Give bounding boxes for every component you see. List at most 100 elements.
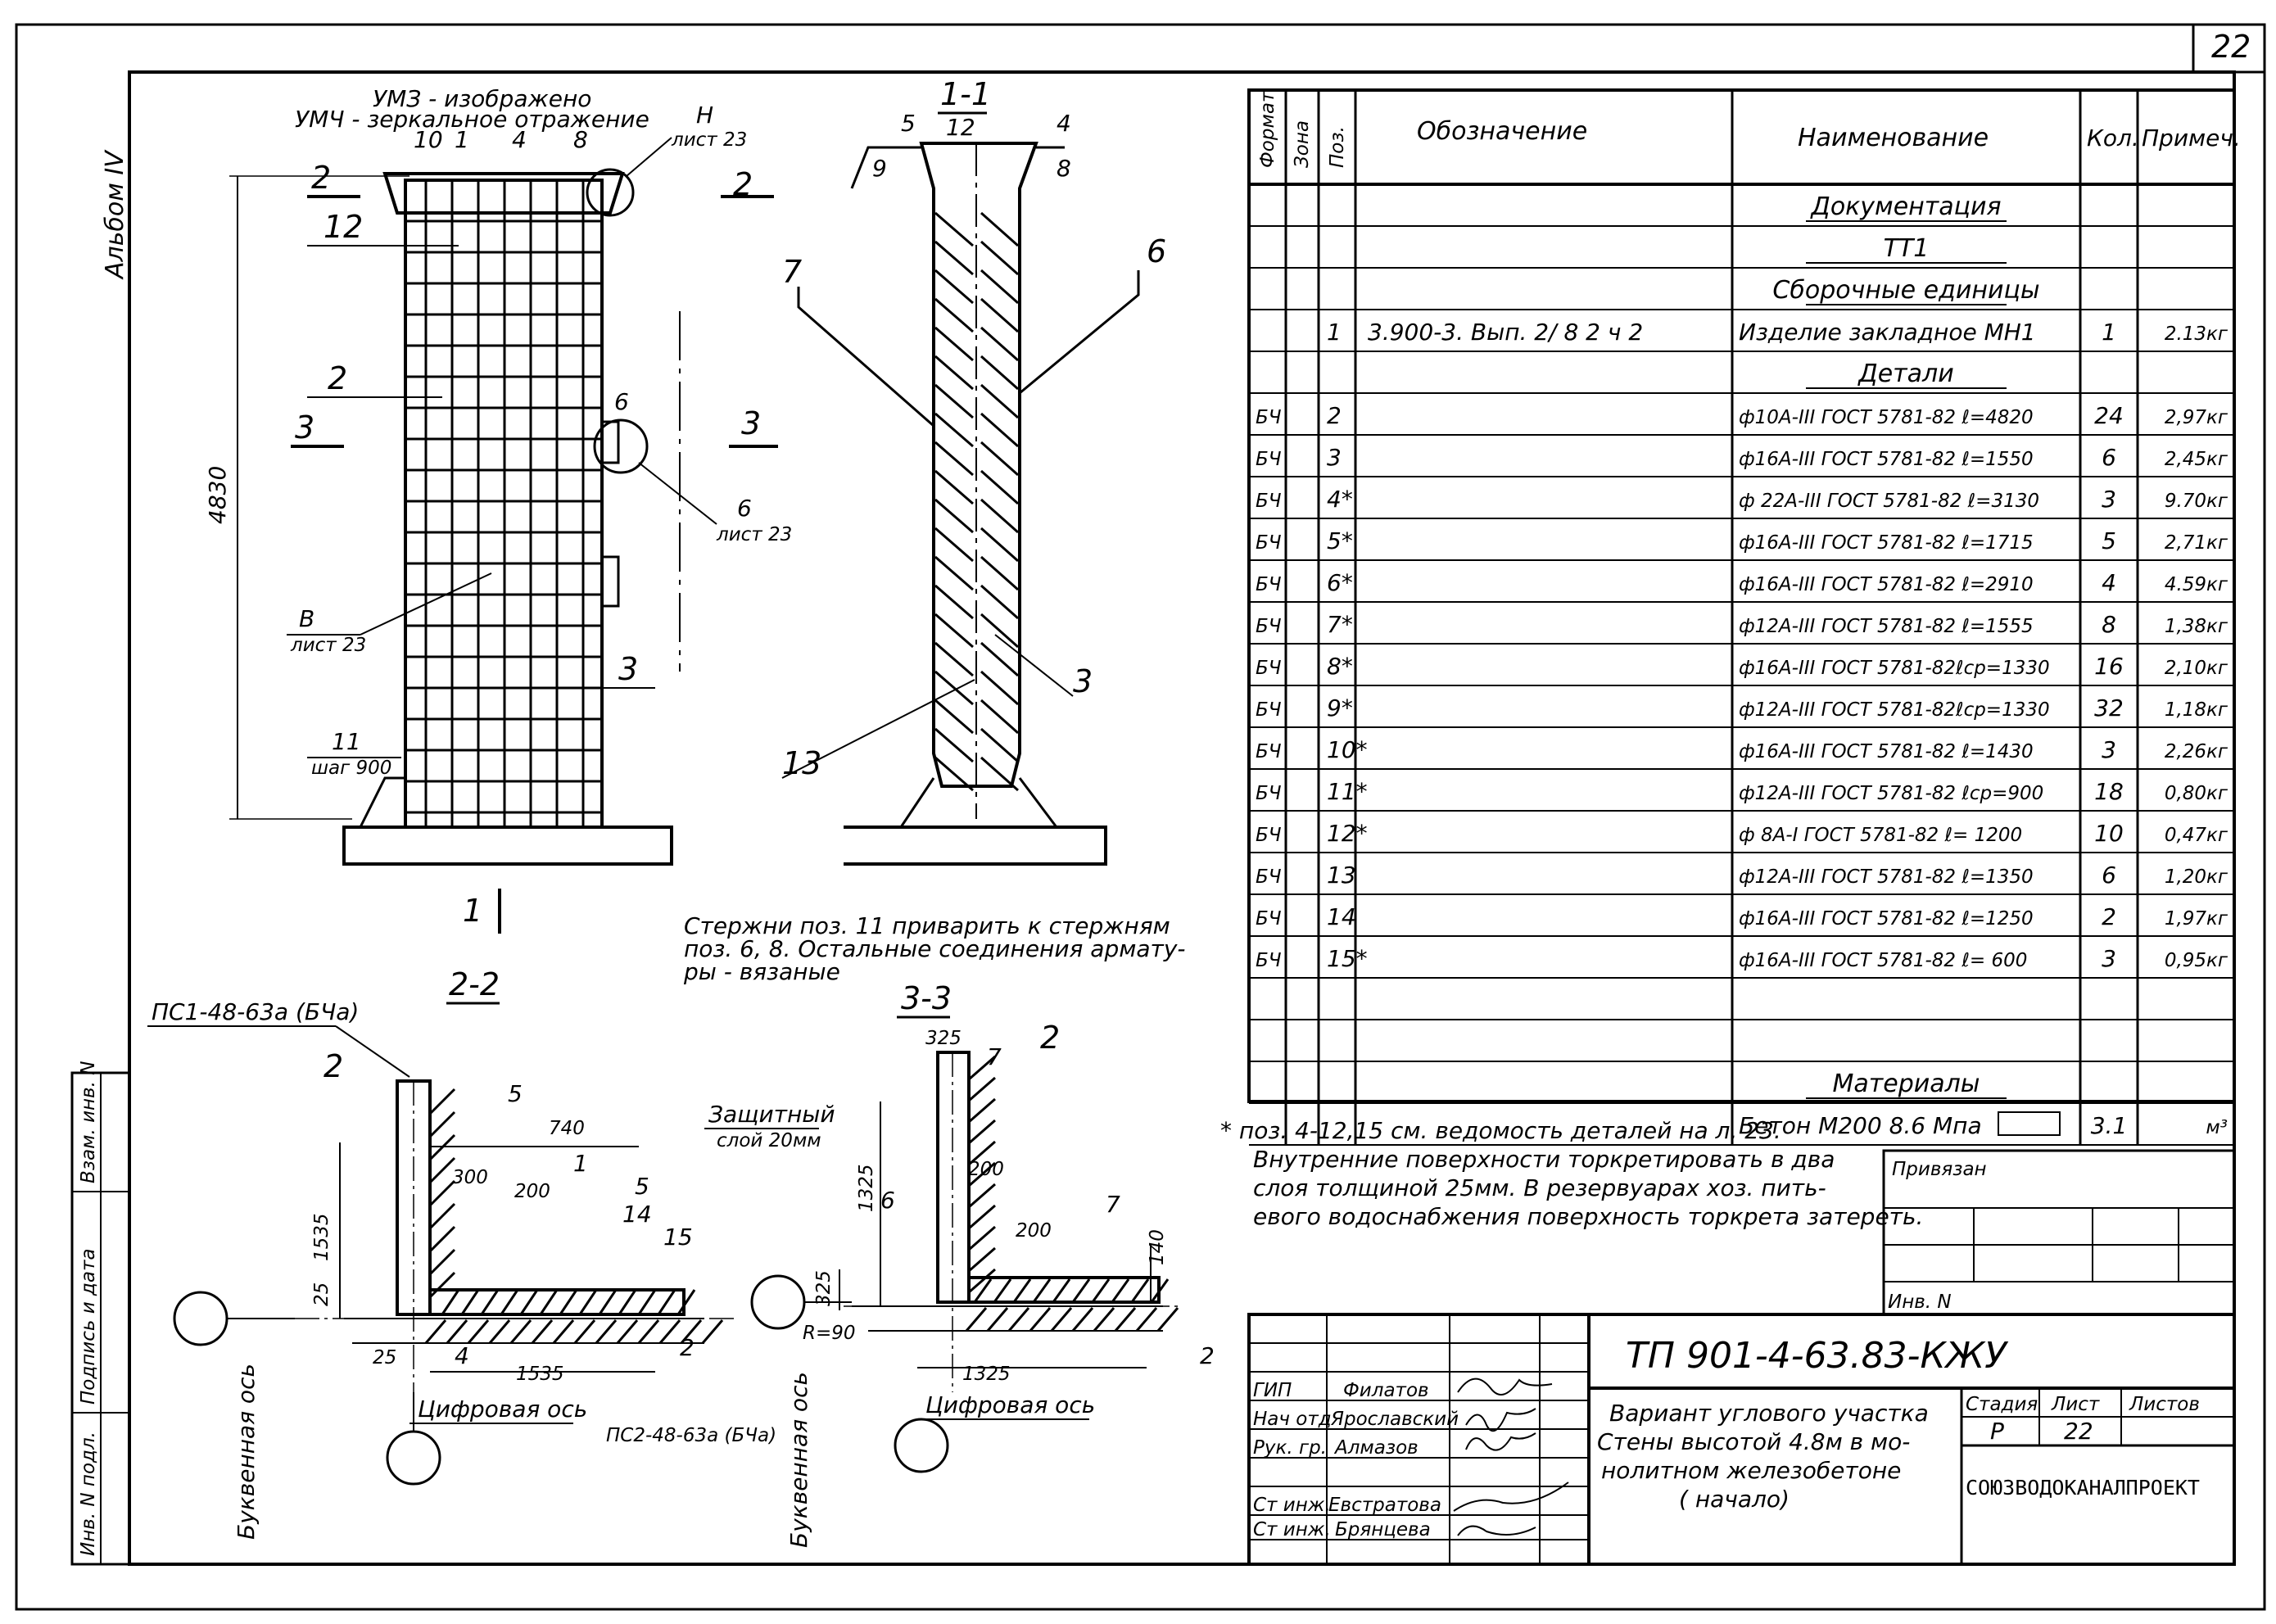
spec-qty-cell: 24 — [2094, 402, 2124, 429]
spec-format-cell: БЧ — [1256, 532, 1282, 554]
spec-pos-cell: 7* — [1327, 611, 1353, 638]
s22-p4: 4 — [455, 1342, 469, 1369]
spec-note-cell: 1,38кг — [2165, 616, 2228, 637]
main-label-H: Н — [696, 102, 713, 129]
spec-note-cell: 1,97кг — [2165, 908, 2228, 930]
spec-qty-cell: 3 — [2102, 945, 2116, 972]
spec-header-designation: Обозначение — [1417, 117, 1587, 146]
s22-d25-v: 25 — [311, 1282, 333, 1306]
s22-p1: 1 — [573, 1150, 588, 1177]
main-note-line2: УМЧ - зеркальное отражение — [295, 106, 649, 133]
s33-d140: 140 — [1147, 1229, 1168, 1265]
privyazan-label: Привязан — [1892, 1159, 1987, 1180]
spec-section-heading: Сборочные единицы — [1772, 276, 2039, 305]
main-pos-12: 12 — [324, 209, 363, 245]
spec-note-cell: 0,95кг — [2165, 950, 2228, 971]
tb-sheets-h: Листов — [2129, 1394, 2200, 1415]
spec-name-cell: ф10А-III ГОСТ 5781-82 ℓ=4820 — [1739, 407, 2034, 428]
spec-format-cell: БЧ — [1256, 407, 1282, 428]
privyazan-block: Привязан Инв. N — [1882, 1149, 2236, 1316]
main-callout-B: В — [299, 605, 314, 632]
spec-format-cell: БЧ — [1256, 866, 1282, 888]
spec-note-cell: 2,45кг — [2165, 449, 2228, 470]
spec-pos-cell: 9* — [1327, 694, 1353, 722]
spec-pos-cell: 15* — [1327, 945, 1368, 972]
signature-nach — [1465, 1408, 1536, 1432]
strip-vzam: Взам. инв. N — [78, 1061, 99, 1183]
spec-name-cell: Изделие закладное МН1 — [1739, 319, 2036, 346]
spec-format-cell: БЧ — [1256, 699, 1282, 721]
tb-org: СОЮЗВОДОКАНАЛПРОЕКТ — [1966, 1476, 2200, 1500]
s11-pos-6: 6 — [1147, 233, 1166, 269]
note-1: * поз. 4-12,15 см. ведомость деталей на … — [1220, 1117, 1781, 1144]
tb-name-2: Алмазов — [1333, 1437, 1419, 1459]
spec-name-cell: ф16А-III ГОСТ 5781-82 ℓ=1250 — [1739, 908, 2034, 930]
spec-note-cell: 9.70кг — [2165, 491, 2228, 512]
spec-qty-cell: 10 — [2094, 820, 2124, 847]
spec-pos-cell: 8* — [1327, 653, 1353, 680]
signature-st1 — [1453, 1482, 1569, 1512]
spec-qty-cell: 3.1 — [2091, 1112, 2128, 1139]
spec-name-cell: ф12А-III ГОСТ 5781-82 ℓ=1555 — [1739, 616, 2034, 637]
section-3-3: 3-3 325 7 2 Защитный слой 20мм 1325 6 20… — [704, 980, 1215, 1548]
signature-st2 — [1457, 1525, 1536, 1536]
s33-p7b: 7 — [1106, 1191, 1120, 1218]
s33-axis-circle-letter — [750, 1274, 806, 1330]
title-block: ГИП Филатов Нач отд Ярославский Рук. гр.… — [1247, 1313, 2236, 1566]
s22-axis-digit: Цифровая ось — [418, 1396, 587, 1423]
spec-qty-cell: 6 — [2102, 862, 2116, 889]
s33-radius: R=90 — [803, 1323, 856, 1344]
spec-qty-cell: 18 — [2094, 778, 2124, 805]
spec-format-cell: БЧ — [1256, 616, 1282, 637]
spec-note-cell: 2,26кг — [2165, 741, 2228, 762]
s11-pos-4: 4 — [1057, 110, 1071, 137]
s22-p5b: 5 — [635, 1173, 649, 1200]
spec-format-cell: БЧ — [1256, 658, 1282, 679]
spec-format-cell: БЧ — [1256, 908, 1282, 930]
s22-p2: 2 — [324, 1048, 343, 1084]
s33-d325b: 325 — [813, 1270, 835, 1306]
s11-pos-8: 8 — [1057, 155, 1071, 182]
s33-axis-circle-digit — [894, 1418, 949, 1473]
spec-qty-cell: 3 — [2102, 736, 2116, 763]
spec-qty-cell: 2 — [2102, 903, 2116, 930]
spec-note-cell: 0,80кг — [2165, 783, 2228, 804]
outer-frame — [15, 23, 2266, 1611]
main-section-3-left: 3 — [295, 409, 314, 446]
tb-name-5: Брянцева — [1335, 1519, 1431, 1540]
spec-qty-cell: 5 — [2102, 527, 2116, 554]
s22-p5: 5 — [508, 1080, 523, 1107]
s33-p2b: 2 — [1200, 1342, 1215, 1369]
s22-ps1: ПС1-48-63а (БЧа) — [152, 998, 359, 1025]
weld-note-3: ры - вязаные — [683, 958, 840, 985]
spec-header-pos: Поз. — [1327, 126, 1348, 168]
weld-note-2: поз. 6, 8. Остальные соединения армату- — [684, 935, 1186, 962]
main-section-3-right: 3 — [741, 405, 761, 441]
note-3: слоя толщиной 25мм. В резервуарах хоз. п… — [1253, 1174, 1826, 1201]
tb-sheet: 22 — [2064, 1418, 2093, 1445]
spec-name-cell: ф16А-III ГОСТ 5781-82 ℓ= 600 — [1739, 950, 2027, 971]
note-4: евого водоснабжения поверхность торкрета… — [1253, 1203, 1923, 1230]
s22-d300: 300 — [452, 1167, 488, 1188]
spec-pos-cell: 2 — [1327, 402, 1342, 429]
main-section-1-bottom: 1 — [463, 893, 482, 929]
tb-role-2: Рук. гр. — [1253, 1437, 1327, 1459]
spec-pos-cell: 3 — [1327, 444, 1342, 471]
inv-n-label: Инв. N — [1888, 1292, 1952, 1313]
s11-pos-7: 7 — [782, 254, 802, 290]
spec-header-name: Наименование — [1798, 124, 1989, 152]
spec-name-cell: ф12А-III ГОСТ 5781-82 ℓ=1350 — [1739, 866, 2034, 888]
spec-note-cell: 2,10кг — [2165, 658, 2228, 679]
s33-p2: 2 — [1040, 1020, 1060, 1056]
spec-note-cell: 2.13кг — [2165, 323, 2228, 345]
s33-d1325b: 1325 — [962, 1364, 1011, 1385]
signature-gip — [1457, 1377, 1553, 1396]
album-label: Альбом IV — [101, 149, 129, 280]
strip-podpis: Подпись и дата — [78, 1248, 99, 1405]
tb-role-1: Нач отд — [1253, 1409, 1332, 1430]
s33-p6: 6 — [880, 1187, 895, 1214]
spec-name-cell: ф12А-III ГОСТ 5781-82ℓср=1330 — [1739, 699, 2050, 721]
spec-pos-cell: 10* — [1327, 736, 1368, 763]
main-dim-height: 4830 — [204, 466, 231, 524]
